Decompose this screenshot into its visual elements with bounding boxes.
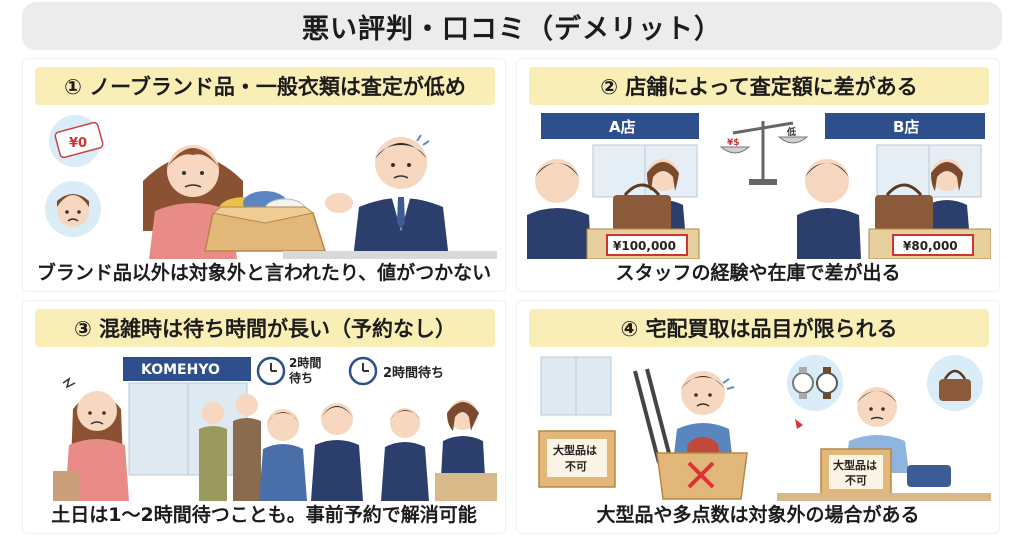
tag-price: ¥0 [69, 136, 87, 151]
panel-heading: ① ノーブランド品・一般衣類は査定が低め [35, 67, 495, 105]
store-sign-label: KOMEHYO [141, 362, 220, 378]
panel-heading: ③ 混雑時は待ち時間が長い（予約なし） [35, 309, 495, 347]
price-a: ¥100,000 [613, 239, 676, 253]
wait-1-line2: 待ち [289, 370, 313, 385]
store-b-sign [825, 113, 985, 139]
panel-caption: 大型品や多点数は対象外の場合がある [596, 504, 920, 526]
illustration-crowded-store: KOMEHYO 2時間 待ち 2時間待ち [33, 353, 497, 501]
price-tag-icon: ¥0 [49, 115, 104, 167]
wait-1-line1: 2時間 [289, 355, 321, 370]
illustration-delivery-purchase: 大型品は 不可 [527, 353, 991, 501]
bag-icon [907, 465, 951, 487]
panel-brand-low-value: ① ノーブランド品・一般衣類は査定が低め ¥0 [22, 58, 506, 292]
panel-caption: ブランド品以外は対象外と言われたり、値がつかない [36, 262, 492, 284]
panel-caption: スタッフの経験や在庫で差が出る [615, 262, 901, 284]
illustration-store-comparison: A店 B店 ¥$ 低 [527, 111, 991, 259]
illustration-low-appraisal: ¥0 [33, 111, 497, 259]
oversized-label-box: 大型品は 不可 [538, 430, 616, 488]
panel-heading: ② 店舗によって査定額に差がある [529, 67, 989, 105]
panel-waiting-time: ③ 混雑時は待ち時間が長い（予約なし） KOMEHYO 2時間 待ち 2時間待ち [22, 300, 506, 534]
store-b-scene: ¥80,000 [797, 144, 991, 259]
price-b: ¥80,000 [903, 239, 958, 253]
store-a-sign [541, 113, 699, 139]
stressed-woman-icon [53, 377, 129, 501]
waiting-queue [199, 394, 497, 501]
box-2-line1: 大型品は [833, 458, 877, 472]
panel-delivery-limits: ④ 宅配買取は品目が限られる 大型品は 不可 [516, 300, 1000, 534]
sad-face-icon [45, 181, 101, 237]
clock-icon [348, 356, 378, 386]
store-a-label: A店 [609, 118, 636, 136]
komehyo-sign [123, 357, 251, 381]
box-1-line2: 不可 [565, 460, 587, 473]
clothes-box-icon [204, 191, 327, 252]
title-bar: 悪い評判・口コミ（デメリット） [22, 2, 1002, 50]
panel-store-difference: ② 店舗によって査定額に差がある A店 B店 ¥$ 低 [516, 58, 1000, 292]
store-a-scene: ¥100,000 [527, 144, 700, 259]
trekking-poles-icon [633, 368, 673, 464]
rejected-box-icon [656, 437, 748, 500]
panel-heading: ④ 宅配買取は品目が限られる [529, 309, 989, 347]
panel-caption: 土日は1〜2時間待つことも。事前予約で解消可能 [51, 504, 477, 526]
page-title: 悪い評判・口コミ（デメリット） [302, 13, 722, 45]
clock-icon [256, 356, 286, 386]
box-2-line2: 不可 [845, 474, 867, 487]
scale-left-label: ¥$ [727, 138, 740, 148]
scale-right-label: 低 [786, 126, 796, 138]
small-box-icon: 大型品は 不可 [820, 448, 892, 496]
wait-2-label: 2時間待ち [383, 365, 444, 381]
scale-icon: ¥$ 低 [719, 121, 809, 185]
watch-icon [787, 355, 843, 411]
handbag-icon [927, 355, 983, 411]
box-1-line1: 大型品は [553, 443, 597, 457]
staff-man-icon [325, 134, 449, 259]
store-b-label: B店 [893, 118, 919, 136]
